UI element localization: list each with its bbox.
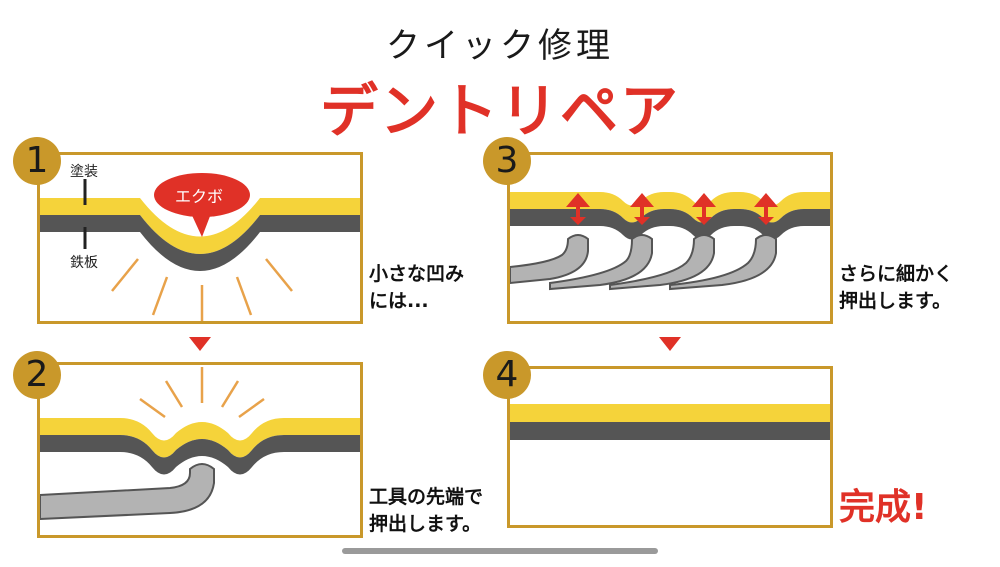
step-2-paint-layer xyxy=(40,418,360,458)
step-1-to-2-arrow xyxy=(189,337,211,351)
step-3-tools xyxy=(510,234,777,291)
step-1-number: 1 xyxy=(13,137,61,185)
step-2-panel xyxy=(37,362,363,538)
step-3-caption: さらに細かく 押出します。 xyxy=(839,261,953,315)
step-4-paint-layer xyxy=(510,404,830,422)
completion-label: 完成! xyxy=(839,487,928,528)
step-4-panel xyxy=(507,366,833,528)
steel-label: 鉄板 xyxy=(70,255,98,271)
step-2-caption-line-1: 工具の先端で xyxy=(369,486,484,508)
step-3-to-4-arrow xyxy=(659,337,681,351)
step-2-steel-layer xyxy=(40,435,360,475)
step-1-paint-layer xyxy=(40,198,360,254)
paint-label: 塗装 xyxy=(70,164,98,180)
step-1-caption-line-2: には... xyxy=(369,290,429,312)
step-3-number: 3 xyxy=(483,137,531,185)
step-1-rays xyxy=(111,258,293,321)
step-3-steel-layer xyxy=(510,209,830,240)
step-1-caption-line-1: 小さな凹み xyxy=(369,263,465,285)
step-3-caption-line-2: 押出します。 xyxy=(839,290,952,312)
step-3-paint-layer xyxy=(510,192,830,223)
step-3-illustration xyxy=(510,192,830,291)
main-title-dent-repair: デントリペア xyxy=(319,77,680,145)
subtitle-quick-repair: クイック修理 xyxy=(386,26,614,66)
step-3-panel xyxy=(507,152,833,324)
step-2-illustration xyxy=(40,367,360,521)
step-1-illustration xyxy=(40,173,360,321)
step-4-illustration xyxy=(510,404,830,440)
step-1-steel-layer xyxy=(40,215,360,271)
step-4-number: 4 xyxy=(483,351,531,399)
dent-bubble-pointer xyxy=(190,211,212,237)
step-3-push-arrows xyxy=(566,193,778,225)
step-2-tool xyxy=(40,463,215,521)
step-1-panel: 塗装 鉄板 エクボ xyxy=(37,152,363,324)
dent-label: エクボ xyxy=(175,187,224,206)
step-2-rays xyxy=(139,367,265,419)
step-2-number: 2 xyxy=(13,351,61,399)
dent-bubble xyxy=(154,173,250,217)
home-indicator[interactable] xyxy=(342,548,658,554)
step-3-caption-line-1: さらに細かく xyxy=(839,263,954,285)
step-1-caption: 小さな凹み には... xyxy=(369,261,464,315)
step-4-steel-layer xyxy=(510,422,830,440)
step-2-caption: 工具の先端で 押出します。 xyxy=(369,484,483,538)
step-2-caption-line-2: 押出します。 xyxy=(369,513,482,535)
